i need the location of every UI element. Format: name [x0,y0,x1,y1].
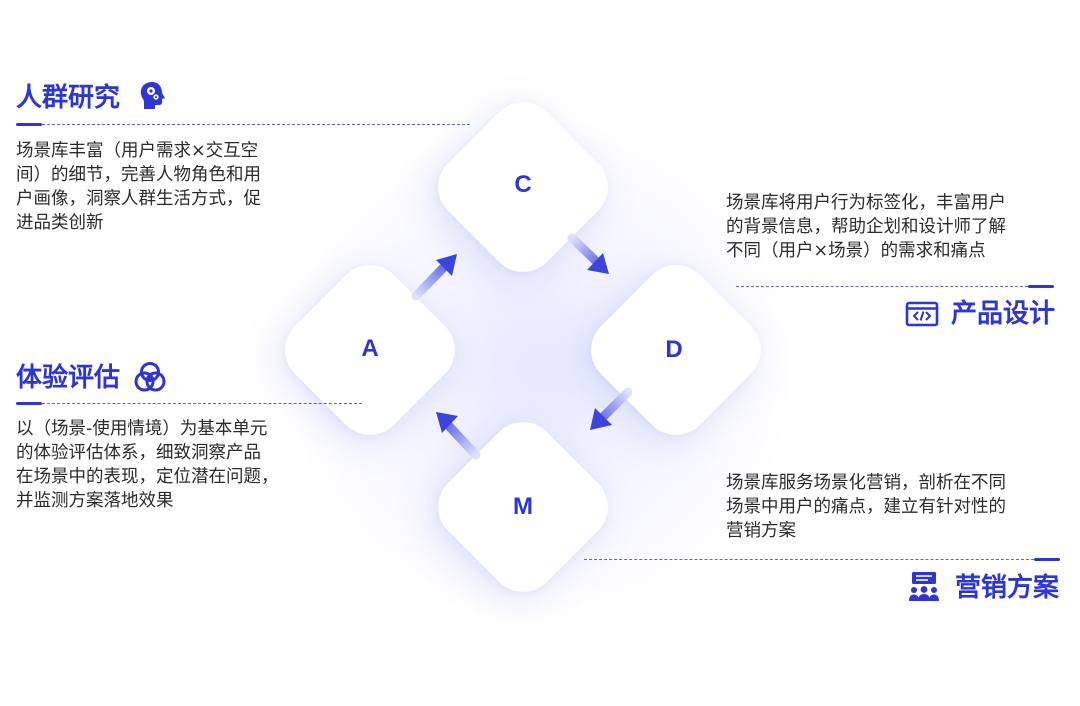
marketing-plan-description: 场景库服务场景化营销，剖析在不同 场景中用户的痛点，建立有针对性的 营销方案 [726,473,1006,541]
crowd-divider-line [42,124,470,125]
code-window-icon [905,301,939,327]
experience-divider-line [42,403,362,404]
experience-evaluation-title: 体验评估 [16,363,121,393]
node-m-label: M [513,493,533,520]
product-divider-line [736,286,1028,287]
node-a-label: A [361,335,379,362]
crowd-divider-accent [16,123,42,126]
experience-evaluation-description: 以（场景-使用情境）为基本单元 的体验评估体系，细致洞察产品 在场景中的表现，定… [16,419,279,511]
product-design-title: 产品设计 [951,299,1056,329]
marketing-divider-accent [1034,558,1060,561]
arrow-m-to-a [436,412,481,460]
arrow-a-to-c [411,254,457,301]
arrow-d-to-m [590,387,633,430]
crowd-research-title: 人群研究 [16,83,121,113]
product-design-description: 场景库将用户行为标签化，丰富用户 的背景信息，帮助企划和设计师了解 不同（用户×… [726,193,1006,261]
marketing-plan-title: 营销方案 [955,573,1060,603]
marketing-divider-line [584,559,1034,560]
node-c-label: C [514,171,532,198]
product-divider-accent [1028,285,1054,288]
audience-presentation-icon [909,572,939,601]
experience-divider-accent [16,402,42,405]
venn-circles-icon [134,362,166,392]
arrow-c-to-d [567,233,609,274]
crowd-research-description: 场景库丰富（用户需求×交互空 间）的细节，完善人物角色和用 户画像，洞察人群生活… [16,141,261,233]
head-gears-icon [140,82,165,109]
node-d-label: D [665,336,683,363]
